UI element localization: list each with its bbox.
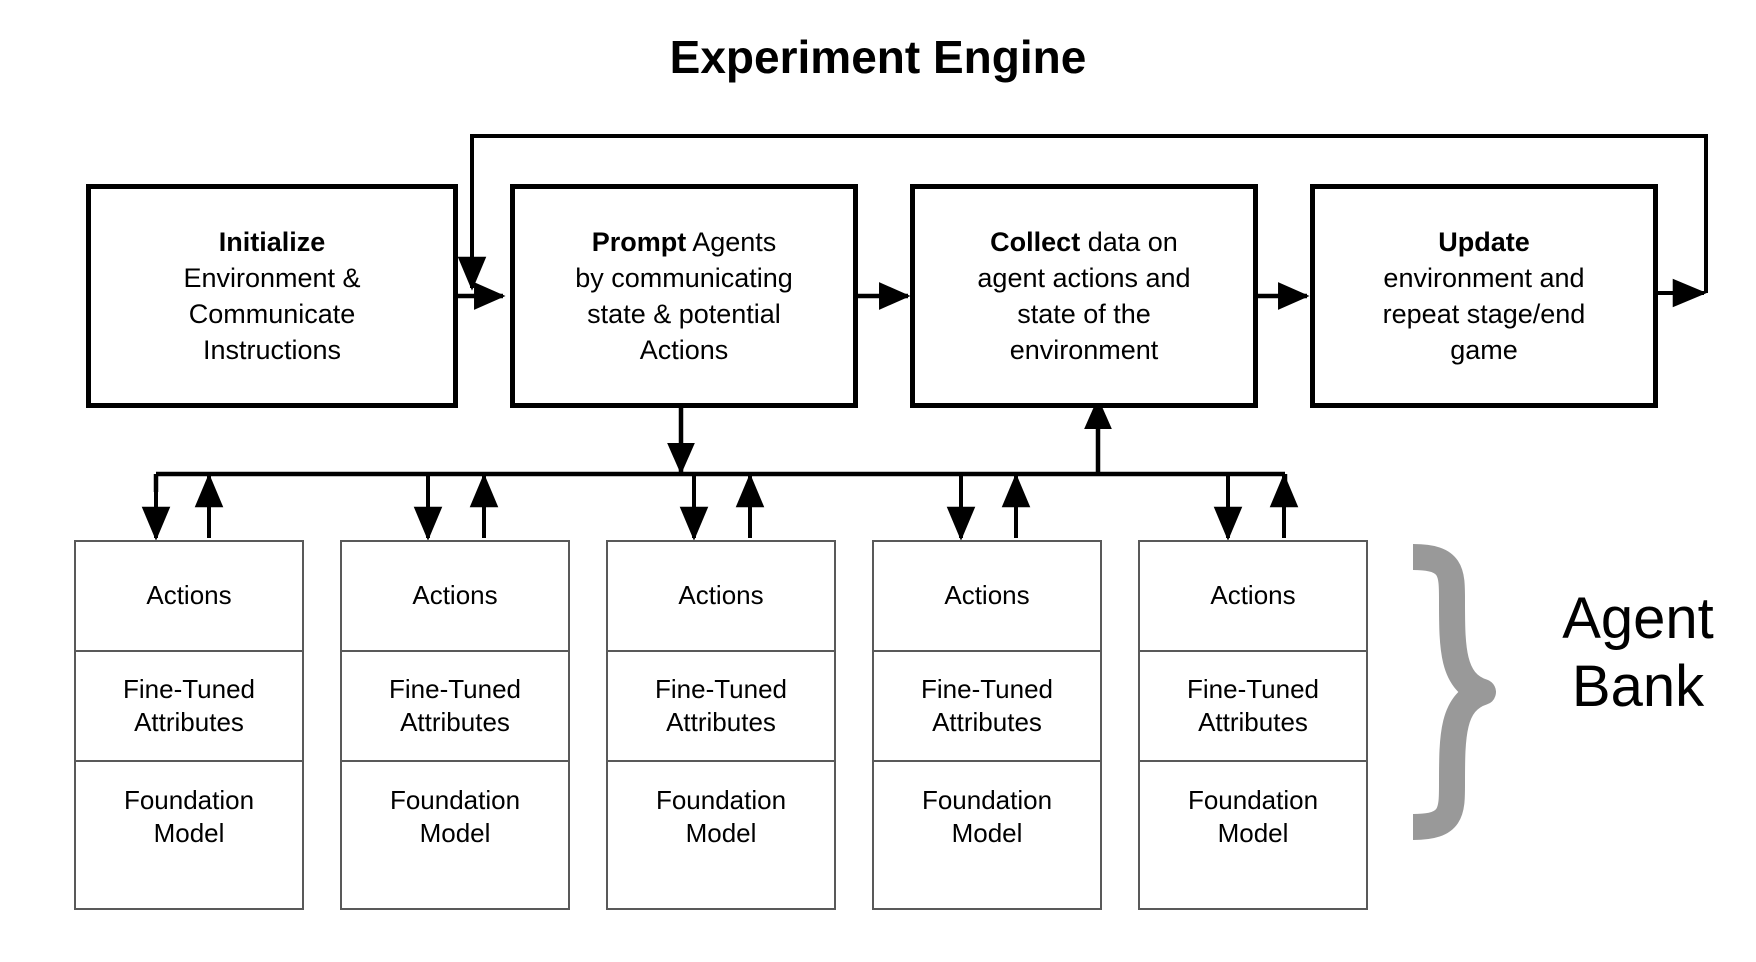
- stage-prompt-lead: Prompt: [591, 226, 687, 257]
- stage-prompt-line-4: Actions: [639, 335, 729, 366]
- stage-collect-line-4: environment: [1009, 335, 1159, 366]
- stage-collect-line-2: agent actions and: [977, 262, 1191, 293]
- stage-initialize-line-3: Communicate: [188, 299, 356, 329]
- agent-bank-label-line-1: Agent: [1562, 586, 1714, 651]
- stage-collect-line-1-rest: data on: [1080, 226, 1178, 257]
- stage-update-lead: Update: [1438, 226, 1530, 257]
- diagram-title: Experiment Engine: [669, 31, 1087, 83]
- stage-initialize-text: Initialize Environment & Communicate Ins…: [183, 224, 360, 369]
- stage-prompt-text: Prompt Agents by communicating state & p…: [575, 224, 793, 369]
- stage-update-text: Update environment and repeat stage/end …: [1383, 224, 1586, 369]
- stage-initialize-line-4: Instructions: [202, 335, 342, 366]
- agent-bus-line: [153, 471, 1288, 492]
- stage-box-prompt[interactable]: Prompt Agents by communicating state & p…: [510, 184, 858, 408]
- stage-initialize-lead: Initialize: [218, 226, 326, 257]
- stage-collect-text: Collect data on agent actions and state …: [977, 224, 1190, 369]
- stage-prompt-line-2: by communicating: [575, 262, 793, 293]
- stage-collect-line-3: state of the: [1017, 299, 1151, 329]
- stage-update-line-4: game: [1450, 335, 1518, 366]
- stage-box-collect[interactable]: Collect data on agent actions and state …: [910, 184, 1258, 408]
- agent-3-actions: Actions: [608, 542, 834, 652]
- connector-update-feedback-loop: [457, 134, 1708, 308]
- stage-update-line-3: repeat stage/end: [1382, 299, 1586, 329]
- agent-1-actions: Actions: [76, 542, 302, 652]
- agent-bank-brace: [1412, 544, 1496, 840]
- stage-prompt-line-1-rest: Agents: [686, 226, 777, 257]
- stage-box-initialize[interactable]: Initialize Environment & Communicate Ins…: [86, 184, 458, 408]
- agent-4-actions: Actions: [874, 542, 1100, 652]
- agent-bank-label-line-2: Bank: [1571, 654, 1705, 720]
- stage-prompt-line-3: state & potential: [587, 299, 781, 329]
- stage-update-line-2: environment and: [1383, 262, 1585, 293]
- stage-box-update[interactable]: Update environment and repeat stage/end …: [1310, 184, 1658, 408]
- stage-collect-lead: Collect: [990, 226, 1081, 257]
- stage-initialize-line-2: Environment &: [183, 262, 361, 293]
- agent-bank-label: Agent Bank: [1528, 585, 1748, 722]
- agent-2-actions: Actions: [342, 542, 568, 652]
- agent-5-actions: Actions: [1140, 542, 1366, 652]
